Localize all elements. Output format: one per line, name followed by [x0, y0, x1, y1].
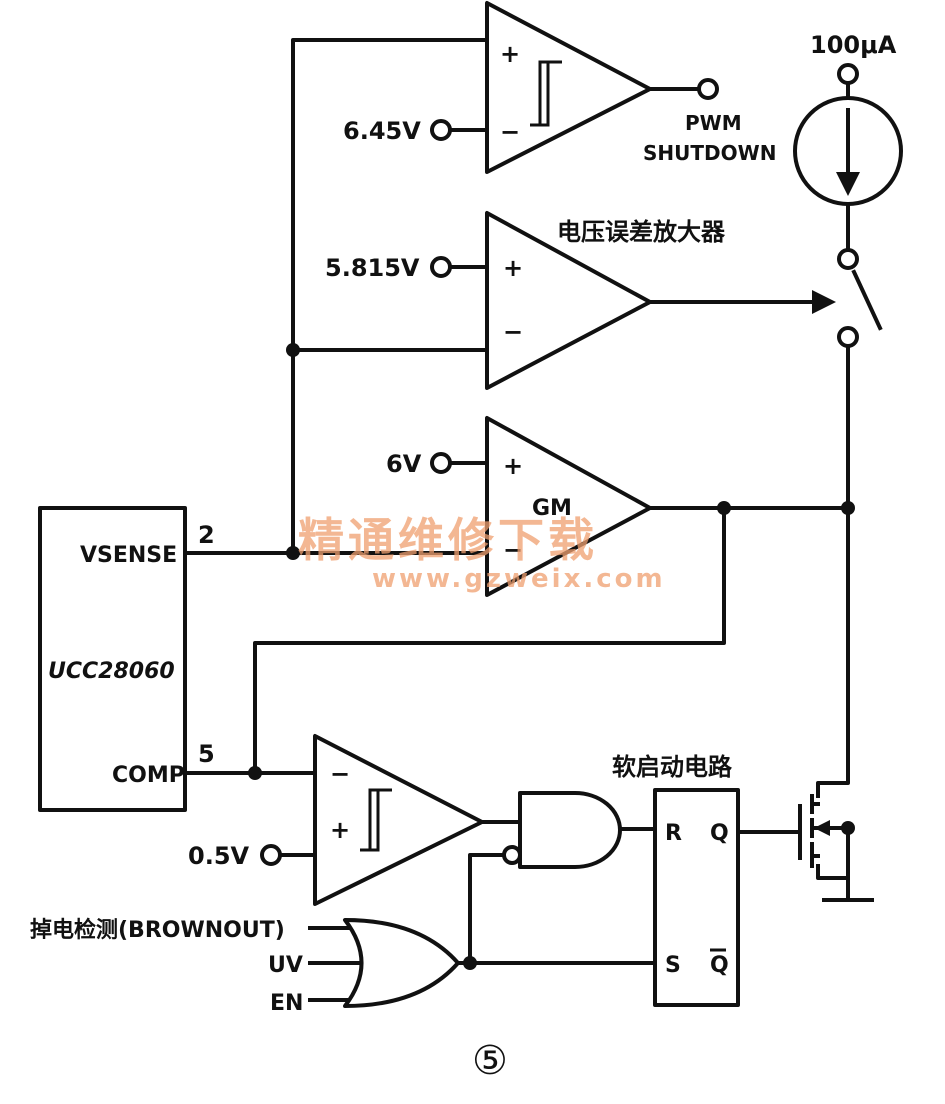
- terminals: [260, 63, 859, 866]
- top-comp-minus: −: [500, 118, 520, 146]
- en-label: EN: [270, 991, 303, 1016]
- flipflop-q-label: Q: [710, 821, 729, 846]
- ref-0-5v-label: 0.5V: [188, 842, 250, 870]
- pin-5-label: 5: [198, 740, 215, 768]
- current-source-label: 100μA: [810, 31, 897, 59]
- pwm-shutdown-comparator: [485, 1, 652, 174]
- current-source: [793, 96, 903, 206]
- junction-dots: [248, 343, 855, 970]
- gm-amplifier: [485, 416, 652, 597]
- error-amp-title: 电压误差放大器: [557, 218, 726, 246]
- voltage-error-amplifier: [485, 211, 652, 390]
- brownout-label: 掉电检测(BROWNOUT): [30, 917, 285, 943]
- sr-flip-flop: [653, 788, 740, 1007]
- ref-6-45v-label: 6.45V: [343, 117, 421, 145]
- error-amp-minus: −: [503, 318, 523, 346]
- shutdown-label: SHUTDOWN: [643, 141, 776, 165]
- uv-label: UV: [268, 953, 303, 978]
- watermark-url: www.gzweix.com: [372, 564, 666, 594]
- vsense-pin-label: VSENSE: [80, 543, 177, 568]
- gm-plus: +: [503, 452, 523, 480]
- and-gate: [518, 791, 622, 869]
- flipflop-qbar-label: Q: [710, 953, 729, 978]
- flipflop-s-label: S: [665, 953, 681, 978]
- error-amp-plus: +: [503, 254, 523, 282]
- figure-number: ⑤: [472, 1038, 508, 1084]
- gm-minus: −: [503, 536, 523, 564]
- softstart-title: 软启动电路: [612, 753, 733, 781]
- top-comp-plus: +: [500, 40, 520, 68]
- pin-2-label: 2: [198, 521, 215, 549]
- softstart-comparator: [313, 734, 484, 906]
- pwm-label: PWM: [685, 111, 742, 135]
- and-gate-inverter-bubble: [502, 845, 522, 865]
- gm-label: GM: [532, 496, 572, 521]
- flipflop-r-label: R: [665, 821, 682, 846]
- mosfet: [798, 794, 830, 868]
- error-amp-output-arrow: [812, 290, 836, 314]
- ref-5-815v-label: 5.815V: [325, 254, 420, 282]
- or-gate: [343, 918, 460, 1008]
- ucc28060-chip: [38, 506, 187, 812]
- low-comp-minus: −: [330, 760, 350, 788]
- comp-pin-label: COMP: [112, 763, 185, 788]
- ref-6v-label: 6V: [386, 450, 422, 478]
- watermark-cn: 精通维修下载: [298, 513, 598, 567]
- low-comp-plus: +: [330, 816, 350, 844]
- chip-name-label: UCC28060: [48, 659, 175, 684]
- switch: [851, 269, 883, 331]
